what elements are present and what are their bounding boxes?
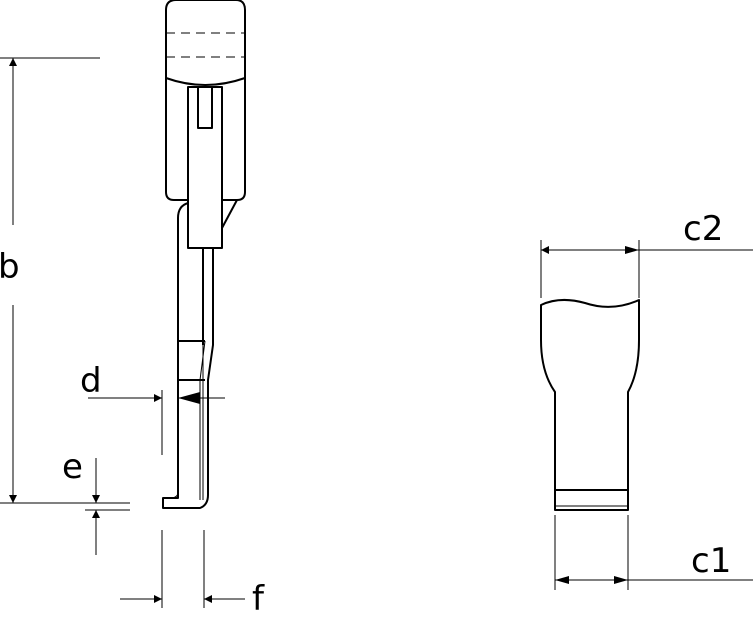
- front-view-tool: [540, 299, 640, 511]
- dimension-e: e: [62, 447, 130, 555]
- bevel: [221, 199, 238, 229]
- dimension-label-c1: c1: [691, 541, 731, 581]
- handle-edge: [165, 77, 246, 86]
- dimension-label-e: e: [62, 447, 83, 487]
- dimension-label-c2: c2: [683, 209, 723, 249]
- dimension-d: d: [80, 361, 225, 455]
- front-outline: [540, 299, 640, 511]
- dimension-c2: c2: [540, 209, 753, 298]
- dimension-label-f: f: [252, 579, 265, 619]
- dimension-f: f: [120, 530, 265, 619]
- handle-outline: [165, 0, 246, 201]
- blade-outline: [162, 202, 214, 509]
- blade-shank: [187, 86, 223, 249]
- dimension-label-b: b: [0, 247, 20, 287]
- dimension-c1: c1: [554, 515, 753, 590]
- dimension-b: b: [0, 57, 130, 504]
- slot: [197, 86, 213, 129]
- dimension-label-d: d: [80, 361, 102, 401]
- side-view-tool: [162, 0, 246, 509]
